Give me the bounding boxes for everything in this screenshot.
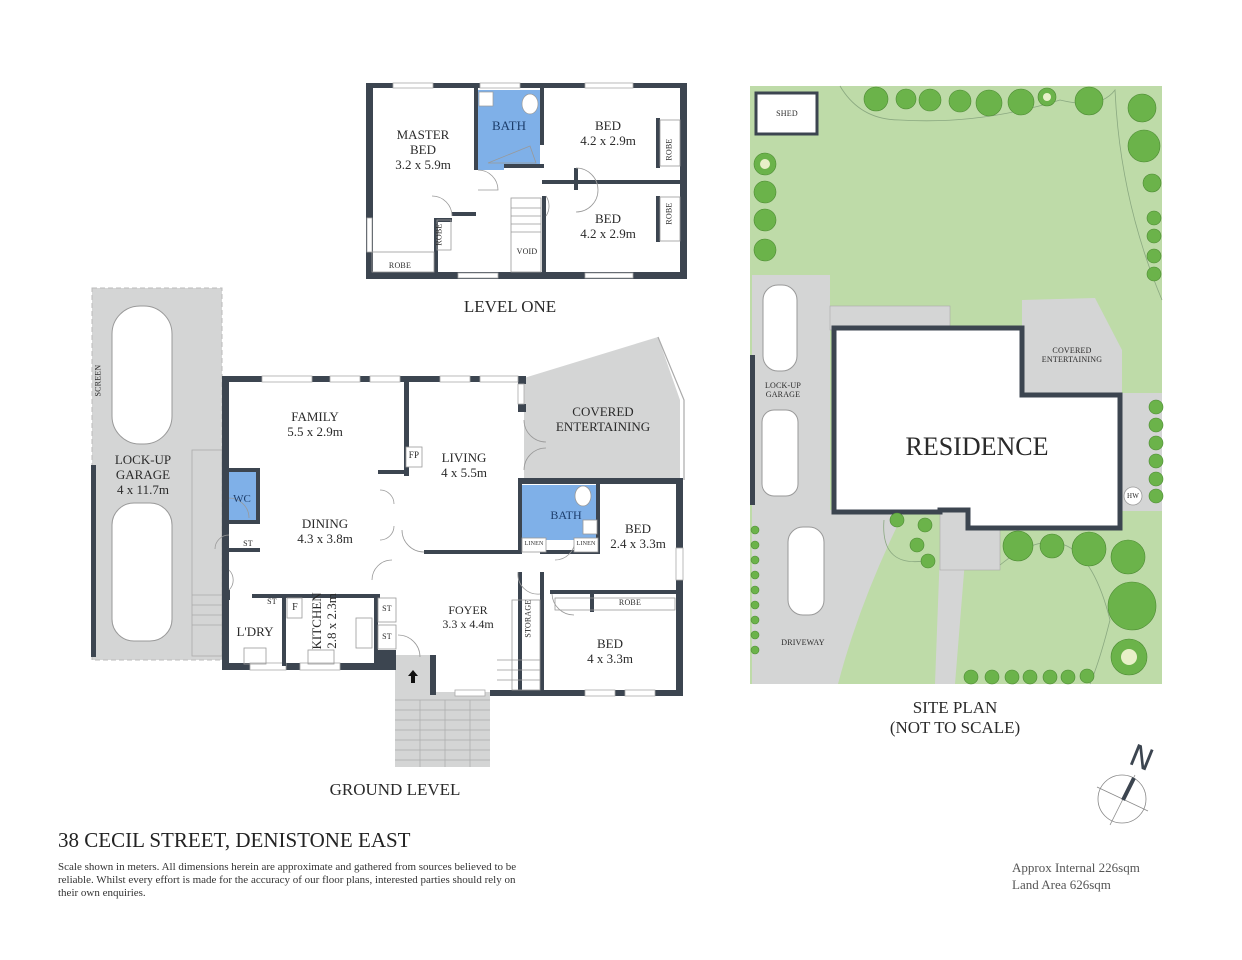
residence-label: RESIDENCE bbox=[905, 432, 1049, 461]
site-plan-title: SITE PLAN (NOT TO SCALE) bbox=[860, 698, 1050, 737]
room-dining: DINING 4.3 x 3.8m bbox=[280, 516, 370, 547]
room-bed-1: BED 4.2 x 2.9m bbox=[560, 118, 656, 149]
site-covered-name: COVERED bbox=[1052, 346, 1092, 355]
room-name: DINING bbox=[301, 516, 349, 531]
disclaimer-text: Scale shown in meters. All dimensions he… bbox=[58, 861, 517, 900]
room-name: ENTERTAINING bbox=[555, 418, 651, 434]
room-name: BED bbox=[595, 211, 621, 226]
room-dims: 2.8 x 2.3m bbox=[324, 593, 339, 649]
room-bed-large: BED 4 x 3.3m bbox=[570, 636, 650, 667]
site-plan-subtitle: (NOT TO SCALE) bbox=[889, 717, 1021, 737]
site-garage-label: LOCK-UP GARAGE bbox=[756, 381, 810, 399]
robe-label: ROBE bbox=[618, 598, 642, 607]
room-wc: WC bbox=[233, 493, 251, 505]
fireplace-label: FP bbox=[408, 450, 420, 460]
driveway-label: DRIVEWAY bbox=[781, 638, 825, 647]
fridge-label: F bbox=[292, 602, 298, 613]
room-bath-ground: BATH bbox=[550, 508, 582, 522]
room-name: LIVING bbox=[441, 450, 487, 465]
room-dims: 4 x 5.5m bbox=[441, 464, 487, 480]
room-dims: 4 x 3.3m bbox=[587, 650, 633, 666]
area-summary: Approx Internal 226sqm Land Area 626sqm bbox=[1012, 860, 1140, 894]
level-one-plan bbox=[366, 82, 687, 279]
site-garage-name: GARAGE bbox=[765, 390, 801, 400]
room-dims: 2.4 x 3.3m bbox=[610, 535, 666, 551]
room-name: BED bbox=[595, 118, 621, 133]
room-bed-2: BED 4.2 x 2.9m bbox=[560, 211, 656, 242]
level-one-title: LEVEL ONE bbox=[463, 297, 557, 316]
storage-st-label: ST bbox=[382, 632, 392, 641]
storage-label: STORAGE bbox=[523, 599, 533, 638]
room-name: BED bbox=[625, 521, 651, 536]
north-arrow-icon bbox=[1096, 774, 1149, 826]
room-covered-entertaining: COVERED ENTERTAINING bbox=[548, 404, 658, 435]
storage-st-label: ST bbox=[267, 597, 277, 606]
robe-label: ROBE bbox=[388, 261, 412, 270]
site-plan bbox=[750, 85, 1164, 685]
room-name: BED bbox=[597, 636, 623, 651]
room-dims: 3.3 x 4.4m bbox=[442, 616, 494, 631]
site-covered-label: COVERED ENTERTAINING bbox=[1030, 346, 1114, 364]
linen-label: LINEN bbox=[576, 541, 596, 547]
room-name: FOYER bbox=[448, 603, 488, 617]
storage-st-label: ST bbox=[243, 539, 253, 548]
void-label: VOID bbox=[516, 247, 538, 256]
room-name: FAMILY bbox=[291, 409, 339, 424]
room-laundry: L'DRY bbox=[236, 624, 274, 639]
screen-label: SCREEN bbox=[93, 364, 103, 397]
site-covered-name: ENTERTAINING bbox=[1041, 355, 1103, 365]
room-dims: 4.3 x 3.8m bbox=[297, 530, 353, 546]
room-family: FAMILY 5.5 x 2.9m bbox=[265, 409, 365, 440]
room-dims: 4.2 x 2.9m bbox=[580, 225, 636, 241]
room-bath-level-one: BATH bbox=[492, 118, 526, 133]
room-name: BED bbox=[410, 141, 436, 157]
internal-area: Approx Internal 226sqm bbox=[1012, 860, 1140, 875]
room-name: LOCK-UP bbox=[114, 452, 172, 467]
room-name: KITCHEN bbox=[309, 592, 325, 650]
hot-water-label: HW bbox=[1126, 492, 1140, 500]
room-master-bed: MASTER BED 3.2 x 5.9m bbox=[380, 127, 466, 173]
robe-label: ROBE bbox=[664, 202, 674, 225]
ground-level-plan bbox=[91, 287, 685, 767]
room-living: LIVING 4 x 5.5m bbox=[424, 450, 504, 481]
site-plan-title-text: SITE PLAN bbox=[912, 698, 998, 717]
land-area: Land Area 626sqm bbox=[1012, 876, 1111, 892]
room-name: GARAGE bbox=[115, 466, 171, 482]
robe-label: ROBE bbox=[664, 138, 674, 161]
ground-level-title: GROUND LEVEL bbox=[329, 780, 461, 799]
room-dims: 4.2 x 2.9m bbox=[580, 132, 636, 148]
room-foyer: FOYER 3.3 x 4.4m bbox=[428, 603, 508, 632]
robe-label: ROBE bbox=[434, 223, 444, 246]
room-name: MASTER bbox=[396, 127, 450, 142]
storage-st-label: ST bbox=[382, 604, 392, 613]
shed-label: SHED bbox=[776, 109, 798, 118]
property-address: 38 CECIL STREET, DENISTONE EAST bbox=[58, 828, 411, 852]
room-dims: 4 x 11.7m bbox=[117, 481, 169, 497]
room-dims: 5.5 x 2.9m bbox=[287, 423, 343, 439]
room-kitchen: KITCHEN 2.8 x 2.3m bbox=[309, 576, 340, 666]
room-bed-small: BED 2.4 x 3.3m bbox=[600, 521, 676, 552]
room-name: COVERED bbox=[572, 404, 634, 419]
room-dims: 3.2 x 5.9m bbox=[395, 156, 451, 172]
linen-label: LINEN bbox=[524, 541, 544, 547]
room-garage: LOCK-UP GARAGE 4 x 11.7m bbox=[100, 452, 186, 498]
site-garage-name: LOCK-UP bbox=[764, 381, 802, 390]
